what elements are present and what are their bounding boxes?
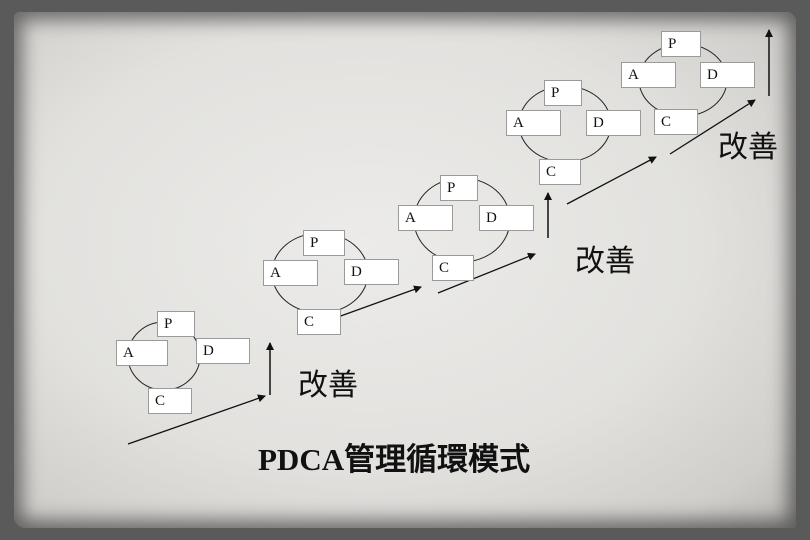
cycle1-check-box: C <box>148 388 192 414</box>
cycle4-plan-box: P <box>544 80 582 106</box>
progress-arrow-5 <box>669 99 756 155</box>
title-cjk: 管理循環模式 <box>344 442 531 478</box>
cycle5-do-box: D <box>700 62 755 88</box>
improve-label-2: 改善 <box>575 244 635 279</box>
cycle1-do-box: D <box>196 338 250 364</box>
cycle4-check-box: C <box>539 159 581 185</box>
cycle1-act-box: A <box>116 340 168 366</box>
cycle3-plan-box: P <box>440 175 478 201</box>
cycle3-act-box: A <box>398 205 453 231</box>
cycle4-do-box: D <box>586 110 641 136</box>
cycle5-act-box: A <box>621 62 676 88</box>
cycle5-check-box: C <box>654 109 698 135</box>
cycle3-check-box: C <box>432 255 474 281</box>
cycle2-check-box: C <box>297 309 341 335</box>
improve-label-3: 改善 <box>718 130 778 165</box>
title-latin: PDCA <box>258 442 345 477</box>
progress-arrow-1 <box>127 394 266 445</box>
improve-label-1: 改善 <box>298 368 358 403</box>
progress-arrow-3 <box>437 252 536 294</box>
cycle2-do-box: D <box>344 259 399 285</box>
cycle5-plan-box: P <box>661 31 701 57</box>
paper-background <box>14 12 796 528</box>
cycle2-plan-box: P <box>303 230 345 256</box>
cycle1-plan-box: P <box>157 311 195 337</box>
diagram-title: PDCA管理循環模式 <box>258 444 530 476</box>
progress-arrow-4 <box>566 156 657 205</box>
cycle2-act-box: A <box>263 260 318 286</box>
cycle4-act-box: A <box>506 110 561 136</box>
cycle3-do-box: D <box>479 205 534 231</box>
